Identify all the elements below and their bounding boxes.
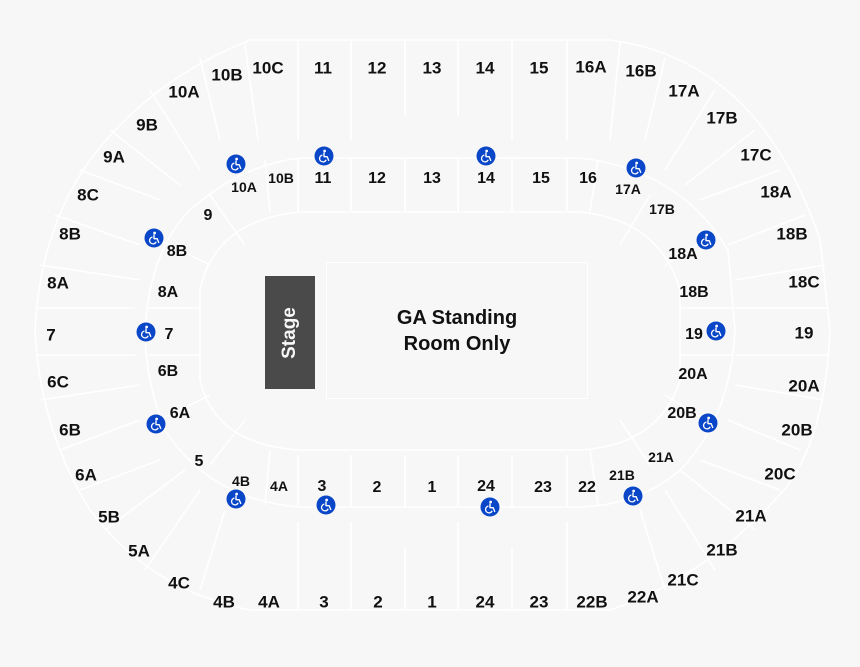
inner-section-23[interactable]: 23 bbox=[534, 479, 552, 496]
floor-label-line2: Room Only bbox=[403, 332, 511, 355]
outer-section-13[interactable]: 13 bbox=[422, 58, 442, 78]
inner-section-17a[interactable]: 17A bbox=[615, 181, 641, 197]
wheelchair-icon bbox=[623, 486, 643, 506]
inner-section-18a[interactable]: 18A bbox=[668, 246, 698, 263]
section-dividers bbox=[37, 41, 828, 610]
inner-section-18b[interactable]: 18B bbox=[679, 284, 709, 301]
ga-standing-floor-section[interactable]: GA Standing Room Only bbox=[326, 262, 588, 399]
outer-section-6a[interactable]: 6A bbox=[75, 465, 97, 485]
outer-section-19[interactable]: 19 bbox=[794, 323, 814, 343]
outer-section-18b[interactable]: 18B bbox=[776, 224, 808, 244]
outer-section-20c[interactable]: 20C bbox=[764, 464, 796, 484]
floor-label-line1: GA Standing bbox=[396, 306, 518, 329]
inner-section-3[interactable]: 3 bbox=[317, 478, 327, 495]
outer-section-20a[interactable]: 20A bbox=[788, 376, 820, 396]
inner-section-16[interactable]: 16 bbox=[579, 170, 597, 187]
outer-section-6b[interactable]: 6B bbox=[59, 420, 81, 440]
inner-section-12[interactable]: 12 bbox=[368, 170, 386, 187]
outer-section-6c[interactable]: 6C bbox=[47, 372, 69, 392]
wheelchair-icon bbox=[316, 495, 336, 515]
outer-section-10a[interactable]: 10A bbox=[168, 82, 200, 102]
outer-section-16b[interactable]: 16B bbox=[625, 61, 657, 81]
outer-section-12[interactable]: 12 bbox=[367, 58, 387, 78]
outer-section-17c[interactable]: 17C bbox=[740, 145, 772, 165]
inner-section-4b[interactable]: 4B bbox=[232, 473, 250, 489]
outer-section-20b[interactable]: 20B bbox=[781, 420, 813, 440]
outer-section-16a[interactable]: 16A bbox=[575, 57, 607, 77]
stage: Stage bbox=[265, 276, 315, 389]
outer-section-1[interactable]: 1 bbox=[427, 592, 437, 612]
wheelchair-icon bbox=[476, 146, 496, 166]
inner-section-6a[interactable]: 6A bbox=[169, 405, 191, 422]
inner-section-6b[interactable]: 6B bbox=[157, 363, 179, 380]
outer-section-8c[interactable]: 8C bbox=[77, 185, 99, 205]
inner-section-10b[interactable]: 10B bbox=[268, 170, 294, 186]
outer-section-8a[interactable]: 8A bbox=[47, 273, 69, 293]
outer-section-21b[interactable]: 21B bbox=[706, 540, 738, 560]
inner-section-10a[interactable]: 10A bbox=[231, 179, 257, 195]
inner-section-5[interactable]: 5 bbox=[194, 453, 204, 470]
outer-section-21c[interactable]: 21C bbox=[667, 570, 699, 590]
outer-section-8b[interactable]: 8B bbox=[59, 224, 81, 244]
outer-section-10b[interactable]: 10B bbox=[211, 65, 243, 85]
outer-section-17b[interactable]: 17B bbox=[706, 108, 738, 128]
inner-section-8b[interactable]: 8B bbox=[166, 243, 188, 260]
outer-section-15[interactable]: 15 bbox=[529, 58, 549, 78]
outer-section-23[interactable]: 23 bbox=[529, 592, 549, 612]
outer-section-4a[interactable]: 4A bbox=[258, 592, 280, 612]
inner-section-1[interactable]: 1 bbox=[427, 479, 437, 496]
inner-section-22[interactable]: 22 bbox=[578, 479, 596, 496]
inner-section-13[interactable]: 13 bbox=[423, 170, 441, 187]
inner-section-24[interactable]: 24 bbox=[477, 478, 495, 495]
inner-section-20a[interactable]: 20A bbox=[678, 366, 708, 383]
outer-section-22b[interactable]: 22B bbox=[576, 592, 608, 612]
inner-section-14[interactable]: 14 bbox=[477, 170, 495, 187]
outer-section-9a[interactable]: 9A bbox=[103, 147, 125, 167]
outer-section-22a[interactable]: 22A bbox=[627, 587, 659, 607]
outer-section-7[interactable]: 7 bbox=[46, 325, 56, 345]
outer-section-3[interactable]: 3 bbox=[319, 592, 329, 612]
wheelchair-icon bbox=[136, 322, 156, 342]
outer-section-5a[interactable]: 5A bbox=[128, 541, 150, 561]
outer-section-4b[interactable]: 4B bbox=[213, 592, 235, 612]
inner-section-7[interactable]: 7 bbox=[164, 326, 174, 343]
inner-section-11[interactable]: 11 bbox=[314, 170, 332, 187]
inner-section-20b[interactable]: 20B bbox=[667, 405, 697, 422]
inner-section-19[interactable]: 19 bbox=[685, 326, 703, 343]
wheelchair-icon bbox=[146, 414, 166, 434]
wheelchair-icon bbox=[226, 154, 246, 174]
wheelchair-icon bbox=[626, 158, 646, 178]
outer-section-17a[interactable]: 17A bbox=[668, 81, 700, 101]
outer-section-18a[interactable]: 18A bbox=[760, 182, 792, 202]
outer-section-21a[interactable]: 21A bbox=[735, 506, 767, 526]
inner-section-2[interactable]: 2 bbox=[372, 479, 382, 496]
wheelchair-icon bbox=[480, 497, 500, 517]
inner-section-4a[interactable]: 4A bbox=[270, 478, 288, 494]
outer-section-24[interactable]: 24 bbox=[475, 592, 495, 612]
inner-section-9[interactable]: 9 bbox=[203, 207, 213, 224]
inner-section-8a[interactable]: 8A bbox=[157, 284, 179, 301]
outer-section-14[interactable]: 14 bbox=[475, 58, 495, 78]
wheelchair-icon bbox=[226, 489, 246, 509]
wheelchair-icon bbox=[314, 146, 334, 166]
inner-section-15[interactable]: 15 bbox=[532, 170, 550, 187]
outer-section-5b[interactable]: 5B bbox=[98, 507, 120, 527]
stage-label: Stage bbox=[279, 306, 300, 359]
wheelchair-icon bbox=[696, 230, 716, 250]
wheelchair-icon bbox=[706, 321, 726, 341]
outer-section-9b[interactable]: 9B bbox=[136, 115, 158, 135]
inner-section-21a[interactable]: 21A bbox=[648, 449, 674, 465]
floor-boundary bbox=[199, 211, 681, 451]
wheelchair-icon bbox=[698, 413, 718, 433]
outer-section-18c[interactable]: 18C bbox=[788, 272, 820, 292]
inner-section-21b[interactable]: 21B bbox=[609, 467, 635, 483]
outer-section-11[interactable]: 11 bbox=[314, 58, 332, 78]
outer-section-4c[interactable]: 4C bbox=[168, 573, 190, 593]
wheelchair-icon bbox=[144, 228, 164, 248]
outer-section-2[interactable]: 2 bbox=[373, 592, 383, 612]
inner-section-17b[interactable]: 17B bbox=[649, 201, 675, 217]
outer-section-10c[interactable]: 10C bbox=[252, 58, 284, 78]
